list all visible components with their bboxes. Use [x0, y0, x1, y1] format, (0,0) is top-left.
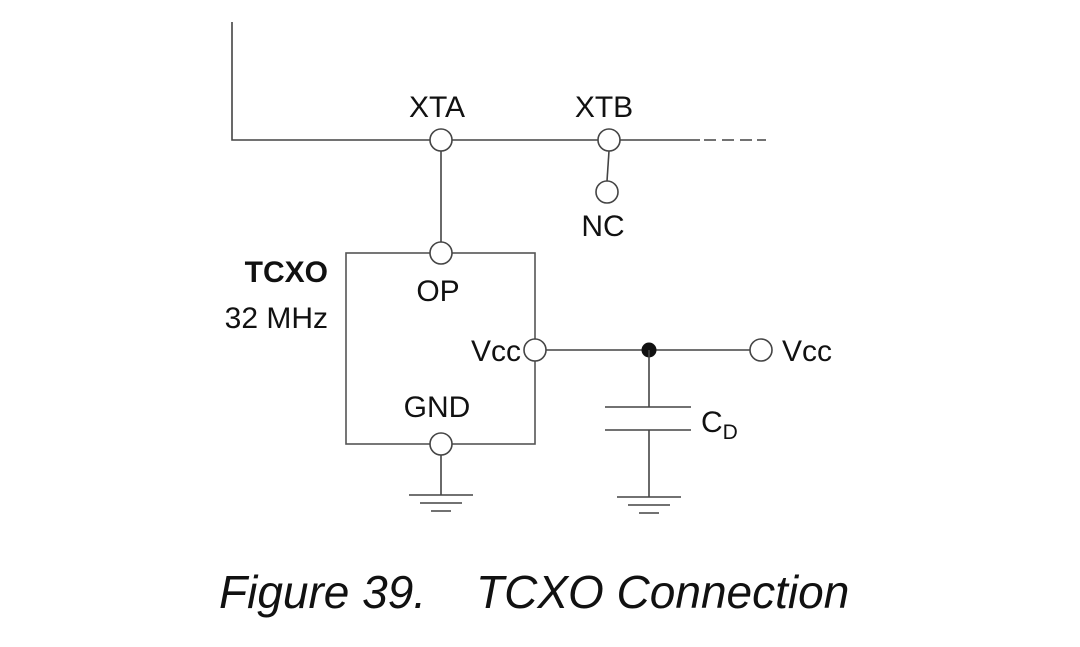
capacitor-label-main: C: [701, 406, 723, 439]
xtb-to-nc-wire: [606, 150, 610, 182]
xta-label: XTA: [409, 91, 465, 124]
capacitor-ground-icon: [617, 496, 681, 514]
vcc-out-label: Vcc: [782, 335, 832, 368]
xtb-pin: [597, 128, 621, 152]
nc-pin: [595, 180, 619, 204]
op-label: OP: [416, 275, 459, 308]
xtb-label: XTB: [575, 91, 633, 124]
xta-pin: [429, 128, 453, 152]
capacitor-label: CD: [701, 406, 738, 444]
tcxo-frequency: 32 MHz: [225, 302, 328, 335]
op-pin: [429, 241, 453, 265]
caption-title: TCXO Connection: [476, 566, 849, 618]
vcc-out-pin: [749, 338, 773, 362]
gnd-label: GND: [404, 391, 471, 424]
caption-number: Figure 39.: [219, 566, 426, 618]
figure-caption: Figure 39. TCXO Connection: [219, 566, 849, 618]
tcxo-name: TCXO: [245, 256, 328, 289]
gnd-pin: [429, 432, 453, 456]
chip-bus-wire: [231, 22, 700, 141]
nc-label: NC: [581, 210, 624, 243]
vcc-in-label: Vcc: [471, 335, 521, 368]
capacitor-label-subscript: D: [723, 421, 738, 444]
tcxo-ground-icon: [409, 494, 473, 512]
vcc-in-pin: [523, 338, 547, 362]
